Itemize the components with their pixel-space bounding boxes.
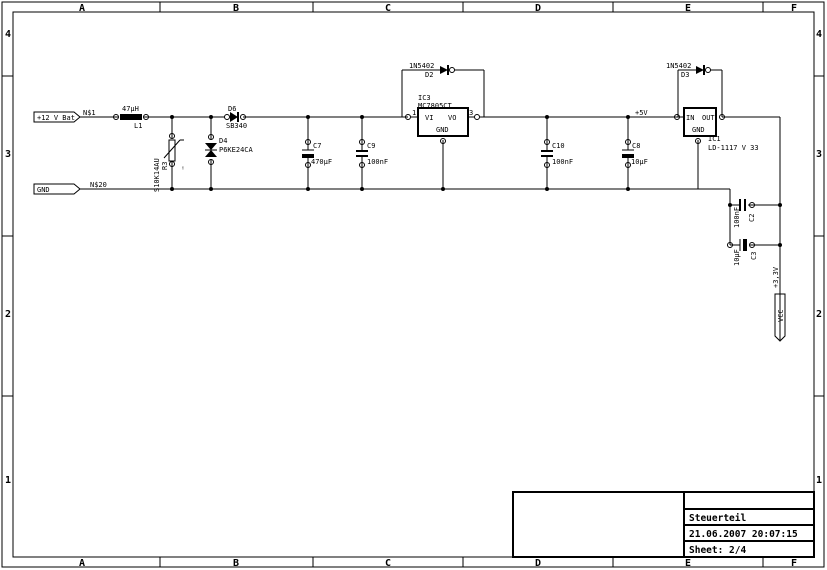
sheet-number: Sheet: 2/4 (689, 545, 746, 556)
col-label-e: E (685, 3, 691, 14)
net-33v-label: +3,3V (772, 266, 780, 288)
row-label-1-right: 1 (816, 475, 822, 486)
col-label-c-bottom: C (385, 558, 391, 569)
row-label-2-right: 2 (816, 309, 822, 320)
d4-value: P6KE24CA (219, 146, 254, 154)
l1-value: 47µH (122, 105, 139, 113)
c2-name: C2 (748, 214, 756, 222)
d2-value: 1N5402 (409, 62, 434, 70)
ic3-pin-1: 1 (412, 109, 416, 117)
col-label-b-bottom: B (233, 558, 239, 569)
varistor-r3: ᵧ S10K14AU R3 (153, 133, 184, 192)
diode-d6: D6 SB340 (224, 105, 247, 130)
col-label-a-bottom: A (79, 558, 85, 569)
ic3-pin-gnd: GND (436, 126, 449, 134)
port-gnd-label: GND (37, 186, 50, 194)
port-12v-label: +12 V Bat (37, 114, 75, 122)
wires (80, 69, 781, 340)
row-labels-left: 4 3 2 1 (5, 29, 11, 486)
c9-name: C9 (367, 142, 375, 150)
port-12v: +12 V Bat N$1 (33, 109, 96, 123)
col-label-f: F (791, 3, 797, 14)
col-label-c: C (385, 3, 391, 14)
c9-value: 100nF (367, 158, 388, 166)
col-label-d: D (535, 3, 541, 14)
c7-value: 470µF (311, 158, 332, 166)
capacitor-c2: 100nF C2 (733, 199, 756, 228)
sheet-datetime: 21.06.2007 20:07:15 (689, 529, 798, 540)
ic3-pin-3: 3 (469, 109, 473, 117)
c8-value: 10µF (631, 158, 648, 166)
col-label-a: A (79, 3, 85, 14)
c3-value: 10µF (733, 249, 741, 266)
capacitor-c8: C8 10µF (622, 139, 648, 168)
d2-name: D2 (425, 71, 433, 79)
d4-name: D4 (219, 137, 227, 145)
sheet-title: Steuerteil (689, 513, 746, 524)
junctions (170, 115, 782, 247)
row-label-3-right: 3 (816, 149, 822, 160)
ic3-value: MC7805CT (418, 102, 453, 110)
port-vcc-label: VCC (777, 309, 785, 322)
row-label-4: 4 (5, 29, 11, 40)
ic1-name: IC1 (708, 135, 721, 143)
inductor-l1: 47µH L1 (113, 105, 149, 130)
c2-value: 100nF (733, 207, 741, 228)
l1-name: L1 (134, 122, 142, 130)
port-gnd: GND N$20 (33, 181, 107, 195)
regulator-ic3: IC3 MC7805CT VI VO GND 1 3 (405, 94, 480, 144)
ic3-pin-vi: VI (425, 114, 433, 122)
r3-value: S10K14AU (153, 158, 161, 192)
diode-d3: 1N5402 D3 (666, 62, 711, 79)
ic1-pin-out: OUT (702, 114, 715, 122)
tvs-d4: D4 P6KE24CA (205, 134, 254, 165)
capacitor-c7: C7 470µF (302, 139, 332, 168)
c10-name: C10 (552, 142, 565, 150)
column-labels-bottom: A B C D E F (79, 558, 797, 569)
col-label-b: B (233, 3, 239, 14)
col-label-e-bottom: E (685, 558, 691, 569)
column-labels-top: A B C D E F (79, 3, 797, 14)
net-5v-label: +5V (635, 109, 648, 117)
c8-name: C8 (632, 142, 640, 150)
net-n1-label: N$1 (83, 109, 96, 117)
row-label-2: 2 (5, 309, 11, 320)
title-block: Steuerteil 21.06.2007 20:07:15 Sheet: 2/… (512, 491, 815, 558)
capacitor-c9: C9 100nF (356, 139, 388, 168)
capacitor-c10: C10 100nF (541, 139, 573, 168)
col-label-f-bottom: F (791, 558, 797, 569)
d3-name: D3 (681, 71, 689, 79)
r3-name: R3 (161, 162, 169, 170)
row-labels-right: 4 3 2 1 (816, 29, 822, 486)
ic1-pin-in: IN (686, 114, 694, 122)
row-label-3: 3 (5, 149, 11, 160)
ic3-pin-vo: VO (448, 114, 456, 122)
diode-d2: 1N5402 D2 (409, 62, 455, 79)
d6-value: SB340 (226, 122, 247, 130)
port-vcc: VCC (774, 293, 786, 342)
ic3-name: IC3 (418, 94, 431, 102)
d6-name: D6 (228, 105, 236, 113)
c10-value: 100nF (552, 158, 573, 166)
col-label-d-bottom: D (535, 558, 541, 569)
regulator-ic1: IN OUT GND IC1 LD-1117 V 33 (674, 107, 759, 152)
ic1-value: LD-1117 V 33 (708, 144, 759, 152)
c7-name: C7 (313, 142, 321, 150)
d3-value: 1N5402 (666, 62, 691, 70)
ic1-pin-gnd: GND (692, 126, 705, 134)
row-label-4-right: 4 (816, 29, 822, 40)
c3-name: C3 (750, 252, 758, 260)
capacitor-c3: 10µF C3 (727, 239, 758, 266)
net-n20-label: N$20 (90, 181, 107, 189)
row-label-1: 1 (5, 475, 11, 486)
r3-tick: ᵧ (182, 162, 184, 170)
